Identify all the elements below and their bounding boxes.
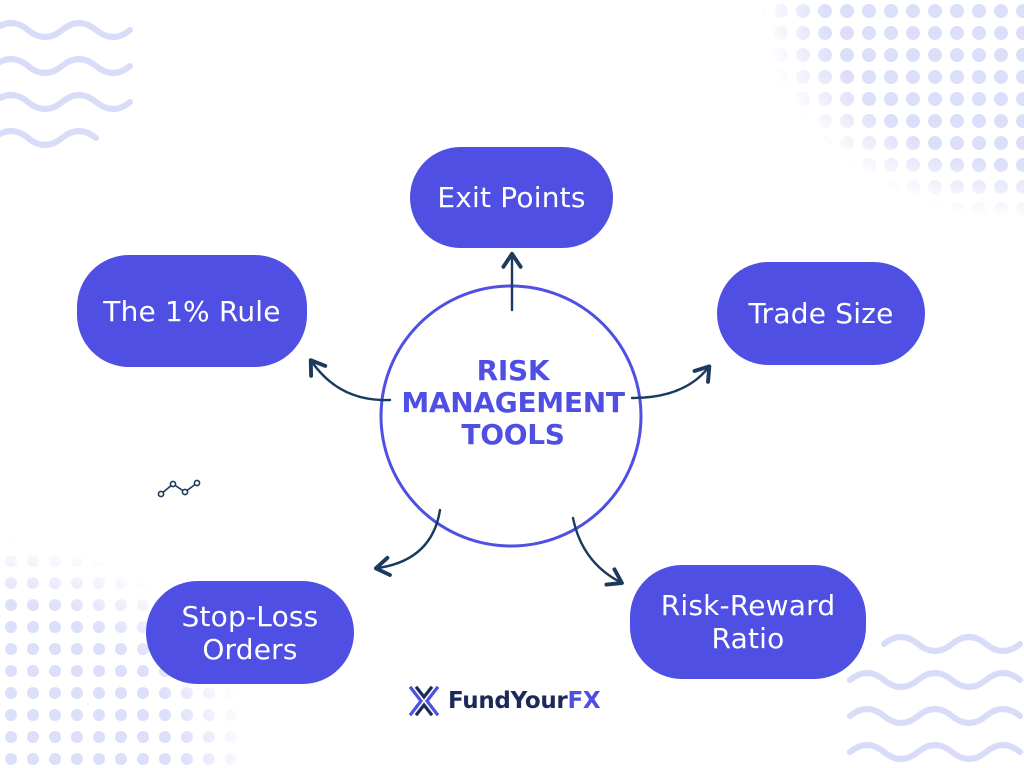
center-title-line3: TOOLS	[461, 418, 565, 451]
dot-decoration-top-right	[760, 0, 1024, 220]
node-risk-reward-ratio-label: Risk-Reward Ratio	[661, 589, 836, 655]
arrow-to-risk-reward	[571, 516, 624, 587]
brand-logo: FundYourFX	[408, 684, 601, 718]
node-stop-loss-line2: Orders	[202, 632, 298, 666]
brand-wordmark-your: Your	[510, 688, 568, 714]
brand-wordmark-fx: FX	[567, 688, 601, 714]
arrow-to-one-percent-rule	[308, 358, 392, 402]
node-one-percent-rule-label: The 1% Rule	[103, 294, 281, 328]
wave-decoration-top-left	[0, 20, 133, 148]
sparkline-icon	[157, 479, 201, 498]
node-one-percent-rule: The 1% Rule	[77, 255, 307, 367]
center-title-line1: RISK	[476, 354, 550, 387]
wave-decoration-bottom-right	[847, 634, 1023, 762]
connector-arrows	[308, 251, 712, 587]
node-stop-loss-orders-label: Stop-Loss Orders	[182, 600, 319, 666]
arrow-to-stop-loss	[373, 508, 442, 577]
node-risk-reward-line1: Risk-Reward	[660, 589, 836, 622]
node-stop-loss-line1: Stop-Loss	[181, 599, 319, 633]
fundyourfx-logo-icon	[408, 685, 440, 717]
node-trade-size-label: Trade Size	[748, 297, 894, 330]
node-stop-loss-orders: Stop-Loss Orders	[146, 581, 354, 684]
node-exit-points: Exit Points	[410, 147, 613, 248]
center-title-line2: MANAGEMENT	[401, 386, 625, 419]
node-exit-points-label: Exit Points	[437, 181, 586, 214]
node-risk-reward-ratio: Risk-Reward Ratio	[630, 565, 866, 679]
node-trade-size: Trade Size	[717, 262, 925, 365]
brand-wordmark-fund: Fund	[448, 688, 511, 714]
arrow-to-trade-size	[630, 364, 712, 400]
node-risk-reward-line2: Ratio	[711, 622, 785, 655]
brand-wordmark: FundYourFX	[448, 688, 601, 714]
center-title: RISK MANAGEMENT TOOLS	[392, 355, 634, 451]
